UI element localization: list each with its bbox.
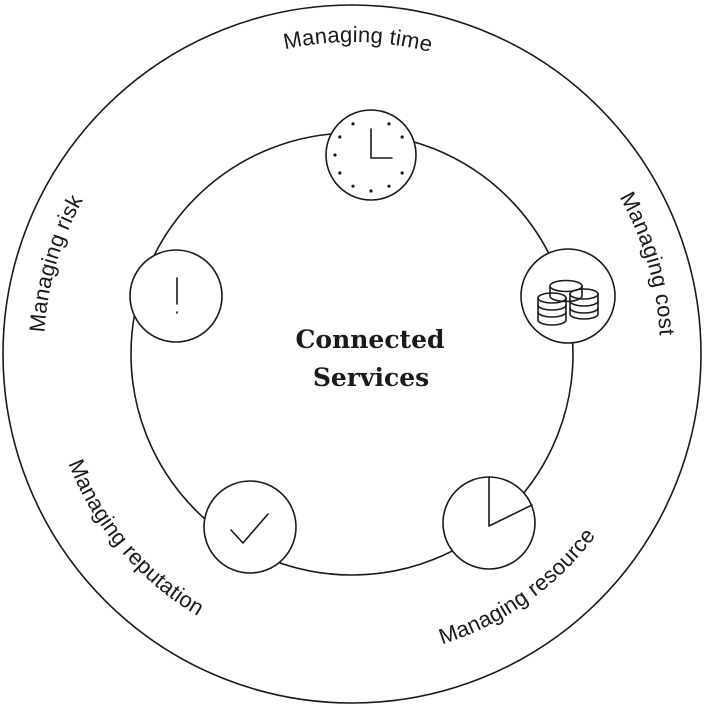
clock-hour-dot	[338, 135, 342, 139]
clock-hour-dot	[387, 184, 391, 188]
outer-ring	[2, 4, 702, 704]
clock-hour-dot	[387, 122, 391, 126]
center-title-line1: Connected	[296, 325, 445, 354]
node-managing-cost	[520, 248, 616, 344]
node-managing-risk	[129, 249, 223, 343]
clock-hour-dot	[333, 153, 337, 157]
clock-hour-dot	[338, 171, 342, 175]
pie-chart-icon	[488, 476, 533, 527]
clock-hour-dot	[400, 171, 404, 175]
center-title-line2: Services	[313, 363, 429, 392]
coins-icon	[537, 279, 599, 326]
label-managing-reputation: Managing reputation	[64, 456, 209, 621]
checkmark-icon	[230, 513, 269, 544]
clock-icon	[333, 122, 404, 193]
node-managing-reputation	[203, 480, 297, 574]
clock-hour-dot	[400, 135, 404, 139]
check-node-circle	[203, 480, 297, 574]
label-managing-time: Managing time	[281, 22, 435, 57]
coins-node-circle	[520, 248, 616, 344]
node-managing-resource	[442, 476, 536, 570]
exclamation-node-circle	[129, 249, 223, 343]
node-managing-time	[325, 109, 417, 201]
clock-hour-dot	[351, 184, 355, 188]
clock-hour-dot	[369, 189, 373, 193]
clock-hour-dot	[351, 122, 355, 126]
